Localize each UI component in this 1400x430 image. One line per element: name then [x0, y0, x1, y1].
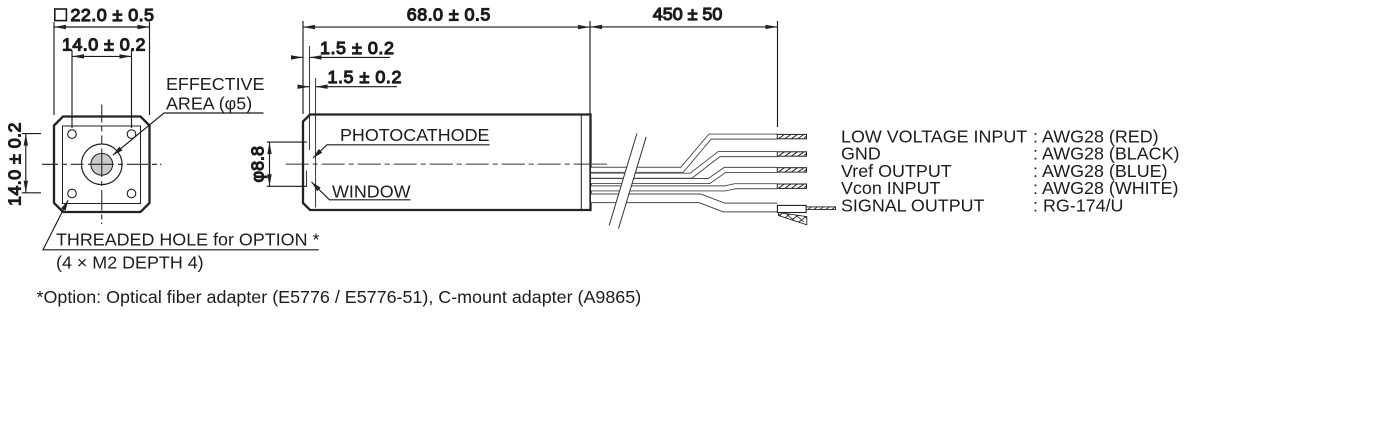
svg-text:LOW VOLTAGE INPUT: LOW VOLTAGE INPUT	[841, 126, 1027, 146]
svg-text:Vref OUTPUT: Vref OUTPUT	[841, 161, 952, 181]
svg-text:(4 × M2 DEPTH 4): (4 × M2 DEPTH 4)	[56, 252, 204, 272]
svg-text:THREADED HOLE for OPTION *: THREADED HOLE for OPTION *	[56, 230, 319, 250]
svg-text:PHOTOCATHODE: PHOTOCATHODE	[340, 125, 489, 145]
svg-text:14.0 ± 0.2: 14.0 ± 0.2	[62, 35, 146, 55]
svg-text:GND: GND	[841, 144, 881, 164]
svg-text:22.0 ± 0.5: 22.0 ± 0.5	[71, 5, 155, 25]
svg-text:SIGNAL OUTPUT: SIGNAL OUTPUT	[841, 196, 985, 216]
svg-text:WINDOW: WINDOW	[332, 182, 411, 202]
svg-text:Vcon INPUT: Vcon INPUT	[841, 178, 940, 198]
svg-text:: RG-174/U: : RG-174/U	[1033, 196, 1123, 216]
svg-text:EFFECTIVE: EFFECTIVE	[166, 74, 264, 94]
svg-text:1.5 ± 0.2: 1.5 ± 0.2	[328, 67, 402, 87]
svg-text:68.0 ± 0.5: 68.0 ± 0.5	[407, 5, 491, 25]
svg-text:: AWG28 (RED): : AWG28 (RED)	[1033, 126, 1159, 146]
svg-text:14.0 ± 0.2: 14.0 ± 0.2	[5, 122, 25, 206]
svg-text:: AWG28 (BLUE): : AWG28 (BLUE)	[1033, 161, 1168, 181]
svg-text:450 ± 50: 450 ± 50	[653, 4, 723, 24]
svg-text:1.5 ± 0.2: 1.5 ± 0.2	[320, 38, 394, 58]
svg-text:: AWG28 (BLACK): : AWG28 (BLACK)	[1033, 144, 1179, 164]
svg-text:*Option: Optical fiber adapter: *Option: Optical fiber adapter (E5776 / …	[37, 287, 642, 307]
svg-text:φ8.8: φ8.8	[248, 146, 268, 183]
svg-text:: AWG28 (WHITE): : AWG28 (WHITE)	[1033, 178, 1178, 198]
svg-text:AREA (φ5): AREA (φ5)	[166, 94, 252, 114]
